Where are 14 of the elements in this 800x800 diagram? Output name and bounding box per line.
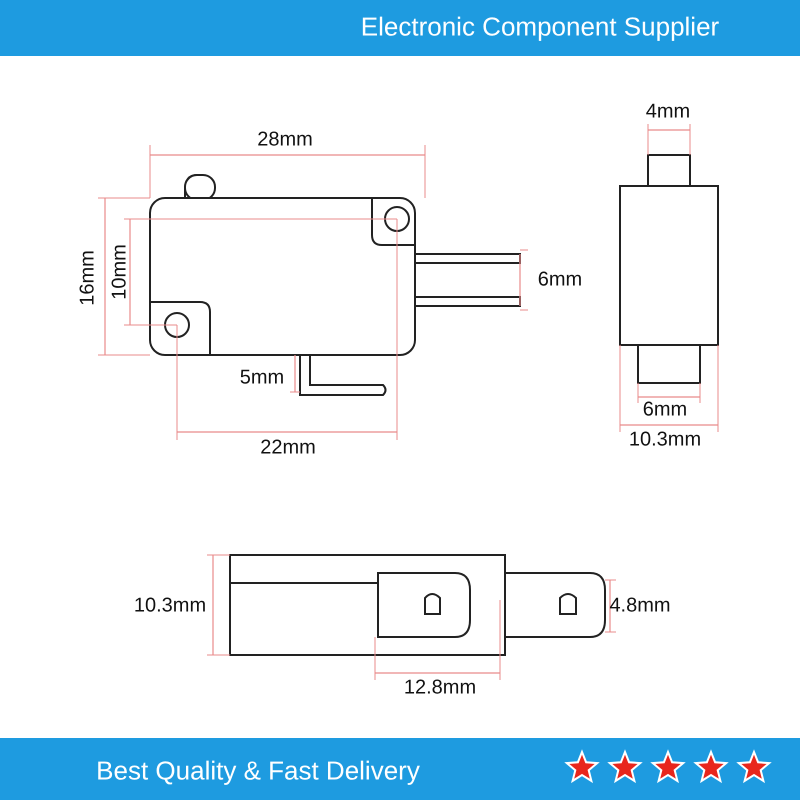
dimension-label: 28mm	[257, 128, 313, 152]
dimension-label: 4.8mm	[609, 594, 671, 618]
dimension-label: 5mm	[240, 366, 284, 390]
dimension-label: 10.3mm	[628, 428, 702, 452]
dimension-label: 12.8mm	[404, 676, 476, 700]
dimension-label: 10mm	[108, 244, 132, 300]
dimension-label: 4mm	[646, 100, 690, 124]
dimension-label: 6mm	[642, 398, 688, 422]
dimension-label: 6mm	[538, 268, 582, 292]
header-text: Electronic Component Supplier	[360, 12, 720, 42]
dimension-label: 16mm	[76, 250, 100, 306]
dimension-label: 22mm	[260, 436, 316, 460]
dimension-label: 10.3mm	[134, 594, 206, 618]
footer-text: Best Quality & Fast Delivery	[96, 756, 420, 786]
